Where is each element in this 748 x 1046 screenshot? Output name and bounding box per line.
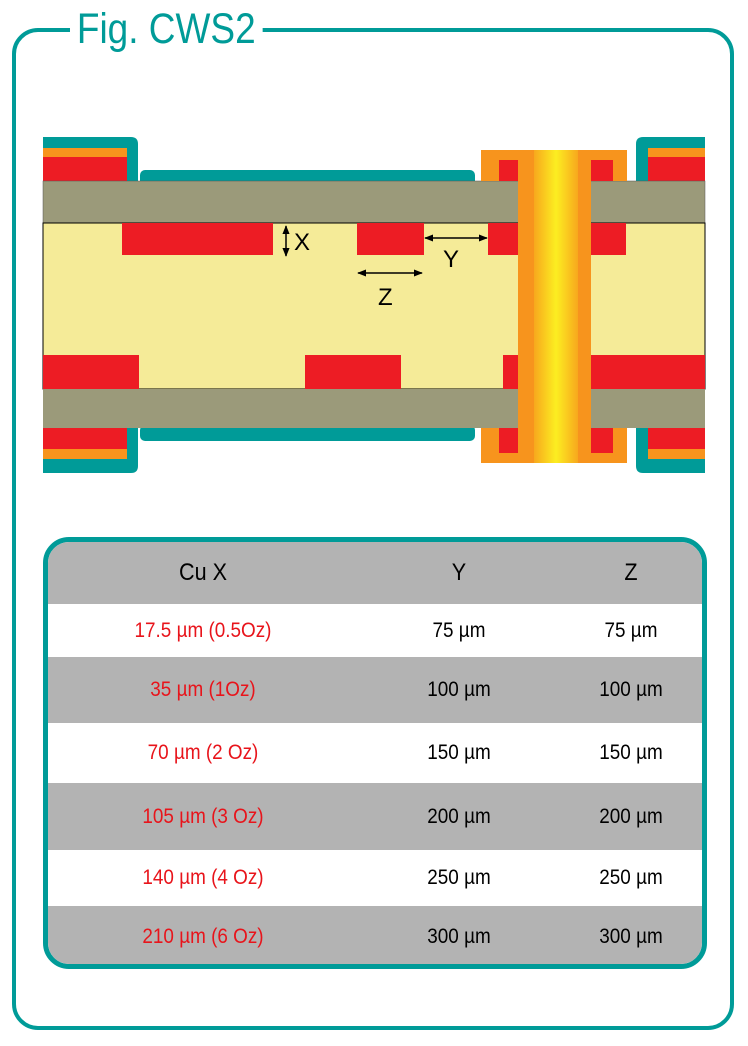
top-prepreg-layer [42,180,706,224]
cell-z: 250 µm [599,866,663,889]
cell-cu-x: 210 µm (6 Oz) [142,925,264,948]
cell-y: 75 µm [432,618,486,642]
cell-z: 75 µm [604,618,658,642]
left-top-pad [43,137,138,181]
x-label: X [294,229,310,256]
cell-cu-x: 105 µm (3 Oz) [142,804,264,828]
table-row: 140 µm (4 Oz) 250 µm 250 µm [48,850,702,906]
table-row: 105 µm (3 Oz) 200 µm 200 µm [48,783,702,850]
table-row: 70 µm (2 Oz) 150 µm 150 µm [48,723,702,783]
plated-via [481,150,627,463]
cell-y: 100 µm [427,678,491,701]
bottom-soldermask [140,425,475,441]
header-z: Z [624,559,638,586]
left-bottom-pad [43,428,138,473]
right-top-pad [636,137,705,181]
figure-title: Fig. CWS2 [70,4,263,54]
cell-y: 250 µm [427,866,491,889]
y-label: Y [443,246,459,273]
table-header: Cu X Y Z [48,542,702,604]
pcb-cross-section-diagram: X Y Z [42,137,706,473]
cell-z: 300 µm [599,925,663,948]
cell-z: 200 µm [599,804,663,828]
inner-bottom-traces [43,355,705,389]
cell-cu-x: 35 µm (1Oz) [150,678,256,701]
table-row: 35 µm (1Oz) 100 µm 100 µm [48,657,702,723]
right-bottom-pad [636,428,705,473]
inner-top-traces [122,223,626,255]
cell-cu-x: 140 µm (4 Oz) [142,866,264,889]
cell-z: 100 µm [599,678,663,701]
z-label: Z [378,284,393,311]
cell-y: 300 µm [427,925,491,948]
header-cu-x: Cu X [178,559,228,586]
cell-z: 150 µm [599,741,663,764]
figure-frame [12,28,734,1030]
cell-cu-x: 70 µm (2 Oz) [147,741,259,764]
header-y: Y [451,559,467,586]
cell-cu-x: 17.5 µm (0.5Oz) [134,618,272,642]
cell-y: 150 µm [427,741,491,764]
copper-spacing-table: Cu X Y Z 17.5 µm (0.5Oz) 75 µm 75 µm 35 … [43,537,707,969]
table-row: 210 µm (6 Oz) 300 µm 300 µm [48,906,702,964]
bottom-prepreg-layer [43,389,705,428]
cell-y: 200 µm [427,804,491,828]
table-row: 17.5 µm (0.5Oz) 75 µm 75 µm [48,604,702,657]
